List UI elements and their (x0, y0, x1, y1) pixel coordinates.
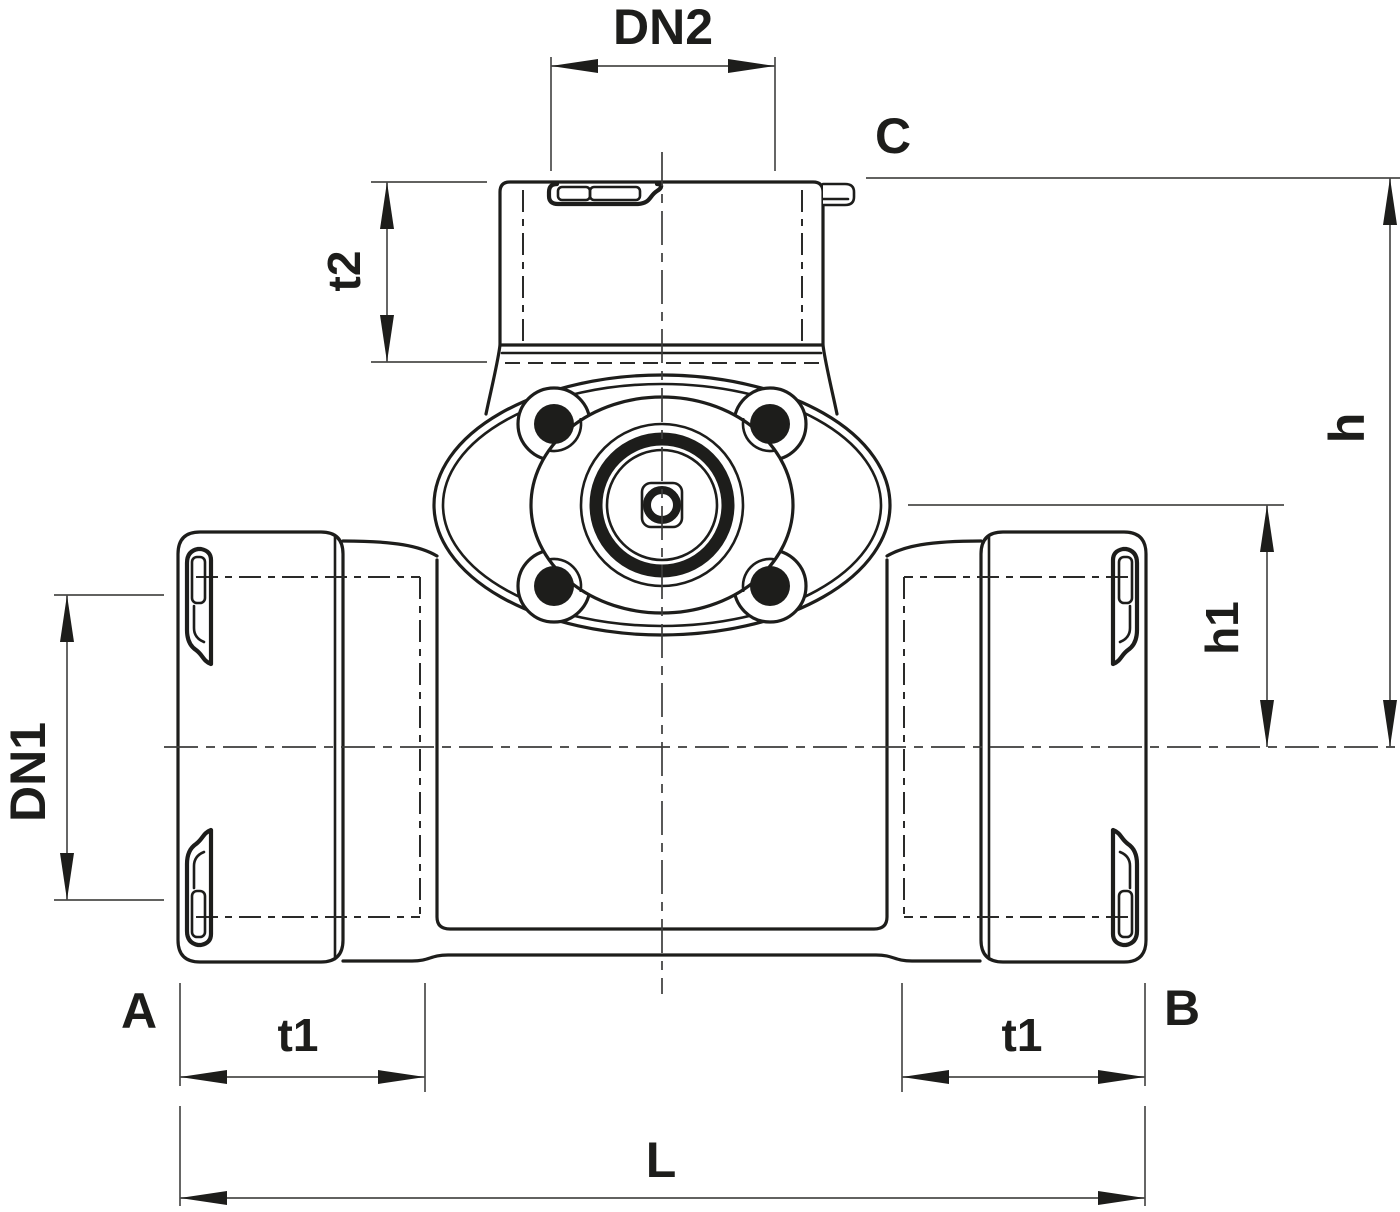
label-t1-right: t1 (1002, 1009, 1043, 1061)
dim-h1: h1 (908, 504, 1284, 747)
clip-detail (192, 604, 206, 644)
bolt-arc (741, 418, 776, 453)
top-socket-flare-right (821, 343, 839, 416)
dim-t1-left: t1 A (121, 983, 426, 1092)
label-dn1: DN1 (0, 722, 56, 822)
label-b: B (1164, 980, 1200, 1036)
socket-clip-top (184, 546, 214, 667)
valve-flange (432, 373, 892, 637)
arrowhead (380, 182, 394, 229)
body-skirt (341, 953, 982, 963)
label-t2: t2 (318, 251, 370, 292)
dim-h: h (1319, 178, 1397, 747)
label-c: C (875, 108, 911, 164)
bolt-arc (741, 557, 776, 592)
bolt-hole (534, 566, 574, 606)
arrowhead (1383, 178, 1397, 225)
bolt-arc (548, 418, 583, 453)
label-dn2: DN2 (613, 0, 713, 55)
top-socket-flare-left (484, 343, 502, 416)
arrowhead (551, 59, 598, 73)
bolt-arc (548, 557, 583, 592)
socket-outer (176, 530, 345, 964)
bolt-hole (750, 404, 790, 444)
arrowhead (378, 1070, 425, 1084)
label-h1: h1 (1196, 601, 1248, 655)
dim-t2: t2 (318, 181, 487, 363)
label-h: h (1319, 413, 1375, 444)
arrowhead (1260, 700, 1274, 747)
top-socket-body (498, 180, 825, 347)
arrowhead (1260, 505, 1274, 552)
top-socket-clip (546, 181, 664, 207)
arrowhead (180, 1191, 227, 1205)
arrowhead (380, 315, 394, 362)
dim-dn1: DN1 (0, 594, 164, 901)
clip-window (190, 555, 207, 605)
label-t1-left: t1 (278, 1009, 319, 1061)
top-socket-clip-window-2 (588, 185, 642, 202)
arrowhead (1098, 1070, 1145, 1084)
arrowhead (728, 59, 775, 73)
bolt-hole (750, 566, 790, 606)
arrowhead (60, 853, 74, 900)
arrowhead (60, 595, 74, 642)
ring-top-edge (341, 539, 439, 558)
bolt-hole (534, 404, 574, 444)
left-socket (176, 530, 439, 964)
label-l: L (646, 1132, 677, 1188)
dim-dn2: DN2 (550, 0, 776, 171)
arrowhead (1383, 700, 1397, 747)
label-a: A (121, 983, 157, 1039)
top-socket-tab (821, 182, 856, 207)
arrowhead (180, 1070, 227, 1084)
clip-outline (184, 546, 214, 667)
dim-t1-right: t1 B (901, 980, 1200, 1092)
arrowhead (1098, 1191, 1145, 1205)
dim-c: C (866, 108, 1400, 179)
arrowhead (902, 1070, 949, 1084)
dim-l: L (179, 1106, 1146, 1206)
